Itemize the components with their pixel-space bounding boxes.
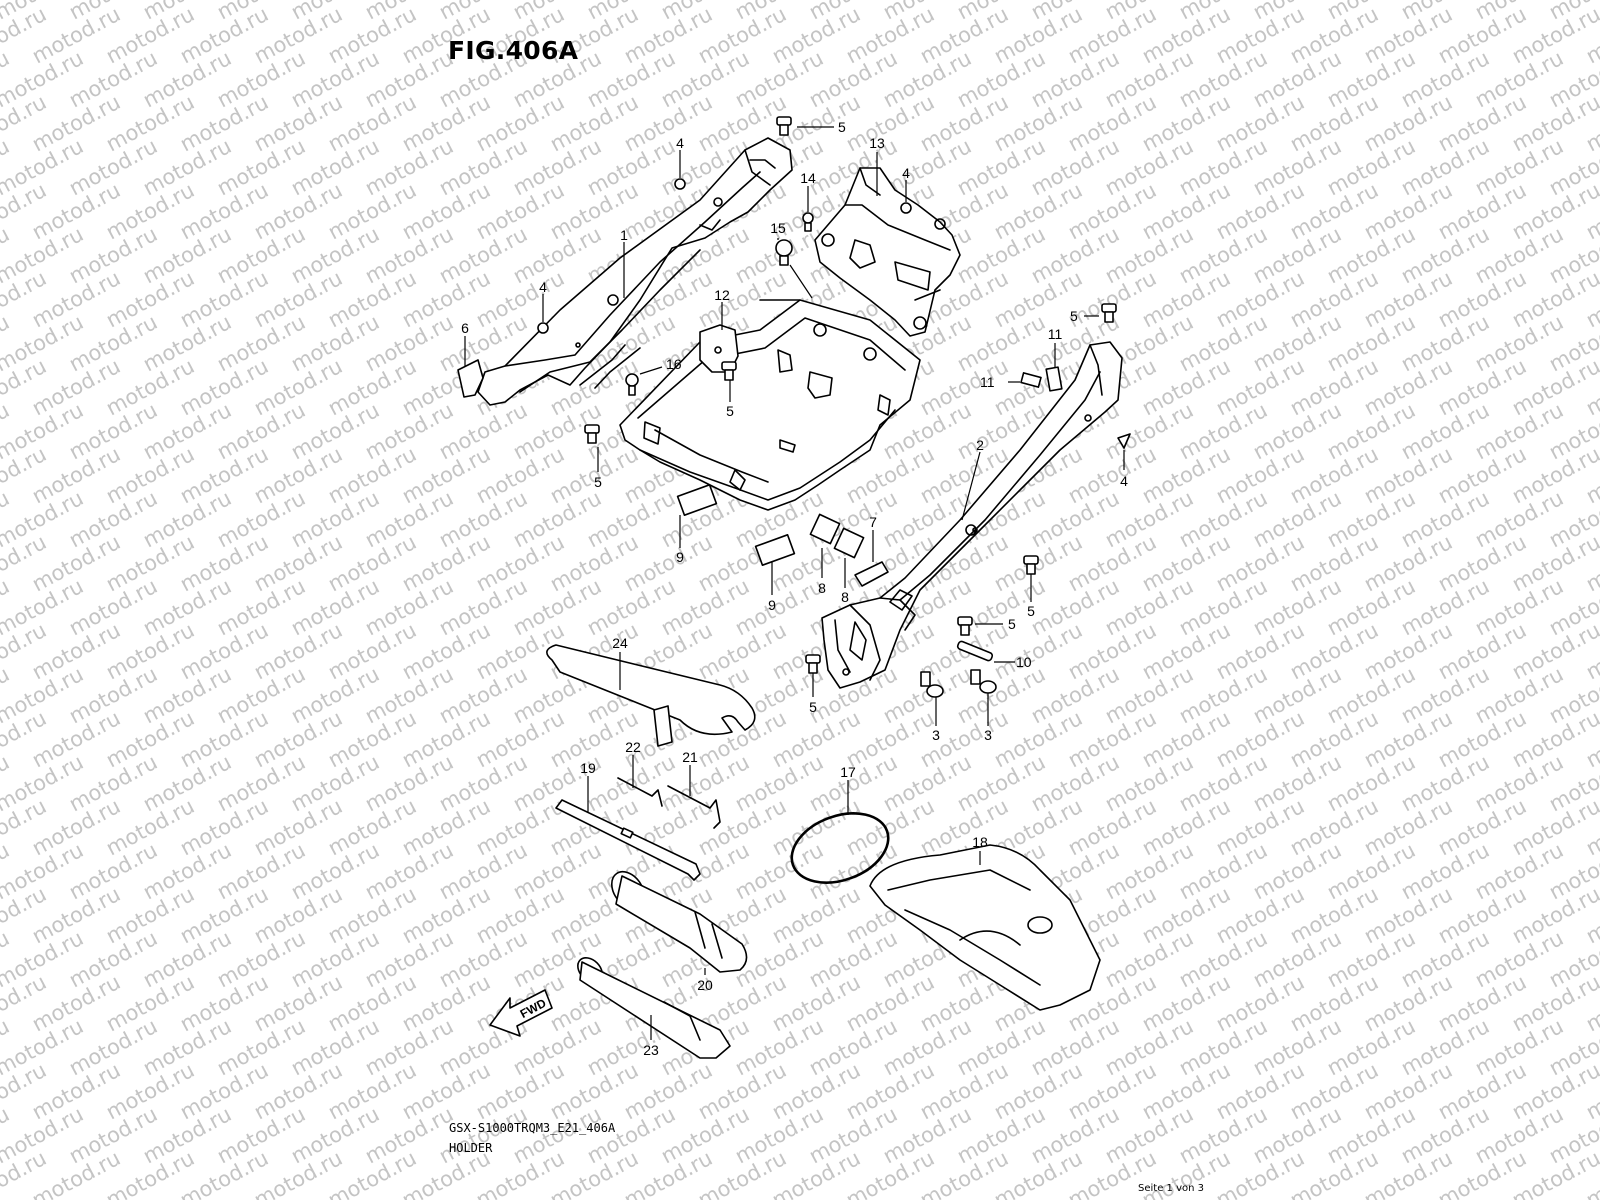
cushion-9-b — [754, 533, 796, 567]
callout-5-b: 5 — [1070, 308, 1078, 324]
tape-10 — [956, 640, 994, 662]
callout-11-a: 11 — [1048, 326, 1063, 342]
bolt-5-left — [584, 424, 600, 444]
callout-5-a: 5 — [838, 119, 846, 135]
cushion-9-a — [676, 483, 718, 517]
part-left-seat-rail — [477, 137, 793, 406]
callout-16: 16 — [666, 356, 682, 372]
tool-hex-key-21 — [667, 785, 721, 829]
tool-screwdriver-19 — [555, 799, 701, 881]
tool-hex-key-22 — [617, 777, 663, 807]
leader-lines — [464, 126, 1125, 1040]
callout-14: 14 — [800, 170, 816, 186]
callout-19: 19 — [580, 760, 596, 776]
cushion-7 — [854, 561, 889, 587]
part-seat-tray — [619, 299, 921, 511]
bolt-5-lower-left — [805, 654, 821, 674]
callout-22: 22 — [625, 739, 641, 755]
callout-12: 12 — [714, 287, 730, 303]
callout-6: 6 — [461, 320, 469, 336]
screw-14 — [802, 212, 814, 232]
callout-5-g: 5 — [809, 699, 817, 715]
callout-23: 23 — [643, 1042, 659, 1058]
callout-4-d: 4 — [1120, 473, 1128, 489]
nut-4-c — [900, 202, 912, 214]
cushion-11-b — [1020, 372, 1042, 388]
callout-9-a: 9 — [676, 549, 684, 565]
callout-3-b: 3 — [984, 727, 992, 743]
cushion-8-b — [833, 527, 865, 559]
nut-4-b — [537, 322, 549, 334]
tool-spanner-24 — [546, 644, 756, 747]
callout-8-b: 8 — [841, 589, 849, 605]
callout-15: 15 — [770, 220, 786, 236]
model-code: GSX-S1000TRQM3_E21_406A — [449, 1121, 616, 1135]
nut-4-d — [1117, 433, 1131, 449]
bolt-5-center — [721, 361, 737, 381]
tool-handle-20 — [610, 870, 748, 973]
bolt-5-lower-mid — [957, 616, 973, 636]
callout-4-b: 4 — [539, 279, 547, 295]
callout-5-f: 5 — [1008, 616, 1016, 632]
callout-5-e: 5 — [1027, 603, 1035, 619]
callout-7: 7 — [869, 514, 877, 530]
callout-2: 2 — [976, 437, 984, 453]
callout-labels: 1 2 3 3 4 4 4 4 5 5 5 5 5 5 5 6 7 8 8 9 … — [461, 119, 1128, 1058]
bolt-5-mid-right — [1023, 555, 1039, 575]
callout-5-c: 5 — [726, 403, 734, 419]
figure-title: FIG.406A — [448, 36, 579, 65]
cushion-11-a — [1045, 366, 1063, 392]
bolt-3-a — [920, 671, 944, 698]
tray-cover-18 — [869, 844, 1101, 1011]
callout-21: 21 — [682, 749, 698, 765]
callout-13: 13 — [869, 135, 885, 151]
callout-24: 24 — [612, 635, 628, 651]
callout-9-b: 9 — [768, 597, 776, 613]
callout-18: 18 — [972, 834, 988, 850]
callout-10: 10 — [1016, 654, 1032, 670]
cushion-8-a — [809, 513, 841, 545]
tool-bag-23 — [577, 957, 731, 1059]
callout-20: 20 — [697, 977, 713, 993]
page-counter: Seite 1 von 3 — [1138, 1183, 1204, 1194]
callout-8-a: 8 — [818, 580, 826, 596]
band-17 — [790, 812, 890, 884]
bolt-5-top — [776, 116, 792, 136]
callout-4-c: 4 — [902, 165, 910, 181]
cushion-6 — [457, 359, 484, 398]
bolt-3-b — [970, 669, 997, 694]
callout-5-d: 5 — [594, 474, 602, 490]
screw-16 — [625, 373, 639, 396]
bolt-15 — [775, 239, 793, 266]
bolt-5-right — [1101, 303, 1117, 323]
part-right-seat-rail — [821, 341, 1123, 689]
callout-1: 1 — [620, 227, 628, 243]
group-name: HOLDER — [449, 1141, 493, 1155]
nut-4-a — [674, 178, 686, 190]
callout-4-a: 4 — [676, 135, 684, 151]
direction-arrow: FWD — [489, 989, 553, 1037]
callout-17: 17 — [840, 764, 856, 780]
callout-3-a: 3 — [932, 727, 940, 743]
callout-11-b: 11 — [980, 374, 995, 390]
